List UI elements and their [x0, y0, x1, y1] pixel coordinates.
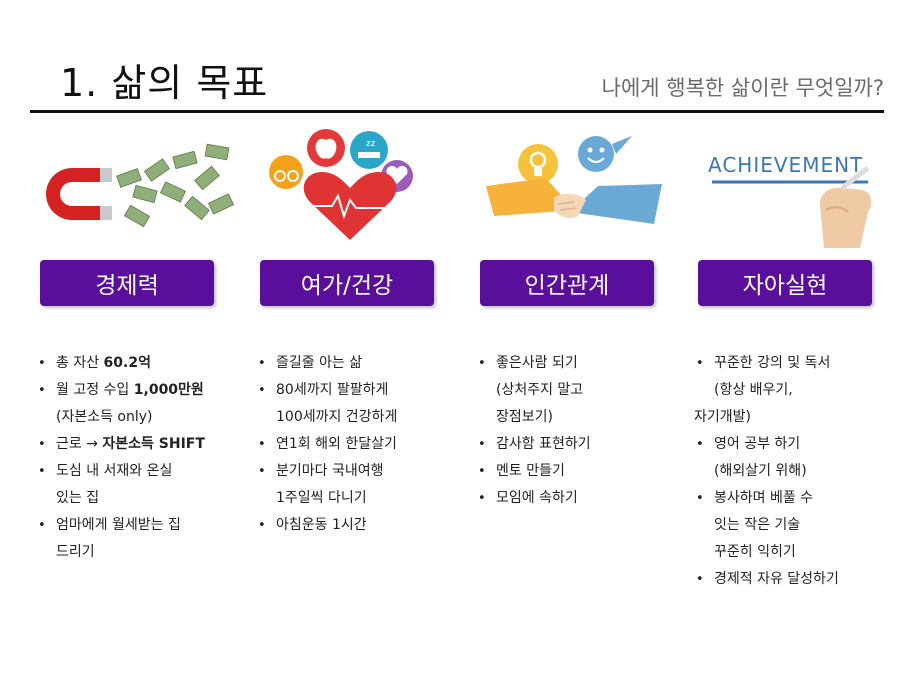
- list-item: 즐길줄 아는 삶: [256, 350, 466, 377]
- badge-relationships: 인간관계: [480, 260, 654, 306]
- title-divider: [30, 110, 884, 113]
- list-item: 100세까지 건강하게: [276, 409, 398, 425]
- list-item: 근로 → 자본소득 SHIFT: [36, 431, 246, 458]
- list-item: 엄마에게 월세받는 집: [36, 512, 246, 539]
- page-title: 1. 삶의 목표: [60, 61, 269, 105]
- list-item: 월 고정 수입 1,000만원: [36, 377, 246, 404]
- list-item: 있는 집: [56, 490, 100, 506]
- list-item: 영어 공부 하기: [694, 431, 904, 458]
- list-item: 경제적 자유 달성하기: [694, 566, 904, 593]
- list-item: 꾸준한 강의 및 독서: [694, 350, 904, 377]
- badge-self-realization: 자아실현: [698, 260, 872, 306]
- list-item: 80세까지 팔팔하게: [256, 377, 466, 404]
- list-item: (상처주지 말고: [496, 382, 584, 398]
- heart-health-icon: zz: [254, 128, 454, 248]
- goal-column-self-realization: ACHIEVEMENT 자아실현 꾸준한 강의 및 독서 (항상 배우기, 자기…: [688, 128, 898, 593]
- goal-column-health: zz 여가/건강 즐길줄 아는 삶 80세까지 팔팔하게 100세까지 건강하게…: [250, 128, 460, 539]
- goal-list-relationships: 좋은사람 되기 (상처주지 말고 장점보기) 감사함 표현하기 멘토 만들기 모…: [476, 350, 686, 512]
- list-item: 멘토 만들기: [476, 458, 686, 485]
- achievement-icon: ACHIEVEMENT: [692, 128, 892, 248]
- goal-list-economy: 총 자산 60.2억 월 고정 수입 1,000만원 (자본소득 only) 근…: [36, 350, 246, 566]
- list-item: 드리기: [56, 544, 95, 560]
- list-item: 도심 내 서재와 온실: [36, 458, 246, 485]
- list-item: (자본소득 only): [56, 409, 153, 425]
- list-item: 모임에 속하기: [476, 485, 686, 512]
- list-item: 연1회 해외 한달살기: [256, 431, 466, 458]
- svg-text:zz: zz: [366, 139, 376, 149]
- magnet-money-icon: [34, 128, 234, 248]
- list-item: 봉사하며 베풀 수: [694, 485, 904, 512]
- list-item: 잇는 작은 기술: [714, 517, 801, 533]
- goal-column-economy: 경제력 총 자산 60.2억 월 고정 수입 1,000만원 (자본소득 onl…: [30, 128, 240, 560]
- achievement-text: ACHIEVEMENT: [708, 153, 863, 177]
- list-item: 1주일씩 다니기: [276, 490, 367, 506]
- list-item: 좋은사람 되기: [476, 350, 686, 377]
- list-item: 아침운동 1시간: [256, 512, 466, 539]
- handshake-icon: [474, 128, 674, 248]
- list-item: (해외살기 위해): [714, 463, 807, 479]
- goal-list-self-realization: 꾸준한 강의 및 독서 (항상 배우기, 자기개발) 영어 공부 하기 (해외살…: [694, 350, 904, 593]
- list-item: 자기개발): [694, 409, 751, 425]
- page-subtitle: 나에게 행복한 삶이란 무엇일까?: [601, 76, 884, 100]
- goal-column-relationships: 인간관계 좋은사람 되기 (상처주지 말고 장점보기) 감사함 표현하기 멘토 …: [470, 128, 680, 512]
- list-item: 총 자산 60.2억: [36, 350, 246, 377]
- list-item: 분기마다 국내여행: [256, 458, 466, 485]
- list-item: (항상 배우기,: [714, 382, 793, 398]
- badge-health: 여가/건강: [260, 260, 434, 306]
- goal-list-health: 즐길줄 아는 삶 80세까지 팔팔하게 100세까지 건강하게 연1회 해외 한…: [256, 350, 466, 539]
- list-item: 꾸준히 익히기: [714, 544, 796, 560]
- badge-economy: 경제력: [40, 260, 214, 306]
- list-item: 감사함 표현하기: [476, 431, 686, 458]
- list-item: 장점보기): [496, 409, 553, 425]
